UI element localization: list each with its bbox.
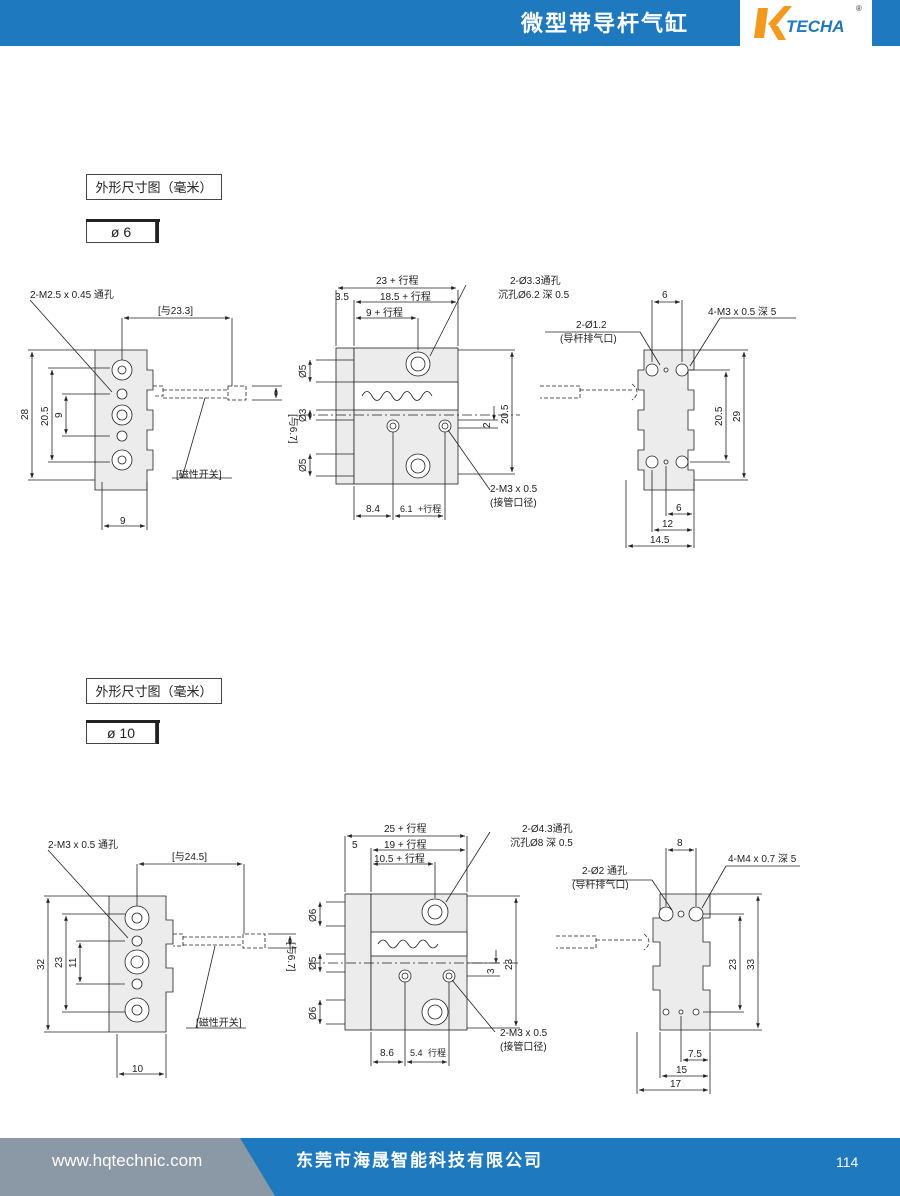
s2-left-hole-label: 2-M3 x 0.5 通孔	[48, 839, 118, 851]
s2-mid-d-rod-bottom: Ø6	[308, 1006, 319, 1020]
s2-right-v-total: 33	[746, 958, 757, 970]
logo-registered: ®	[856, 4, 862, 13]
s2-mid-port-note: (接管口径)	[500, 1040, 547, 1053]
s1-mid-v-offset: 2	[482, 422, 493, 428]
s2-mid-len-body: 19 + 行程	[384, 838, 427, 851]
s2-mid-thru-hole: 2-Ø4.3通孔	[522, 823, 573, 835]
s1-mid-d-center: Ø3	[298, 408, 309, 422]
section2-title: 外形尺寸图（毫米）	[86, 678, 222, 704]
s2-right-v-inner: 23	[728, 958, 739, 970]
section1-title: 外形尺寸图（毫米）	[86, 174, 222, 200]
s1-right-top-w: 6	[662, 290, 668, 301]
s2-mid-len-total: 25 + 行程	[384, 822, 427, 835]
s2-left-h-inner: 11	[68, 957, 79, 968]
s2-mid-len-flange: 5	[352, 840, 358, 851]
s2-mid-v-mid: 23	[504, 958, 515, 970]
s1-mid-len-total: 23 + 行程	[376, 274, 419, 287]
s1-left-hole-label: 2-M2.5 x 0.45 通孔	[30, 289, 114, 301]
s1-right-v-total: 29	[732, 410, 743, 422]
s1-mid-d-rod-top: Ø5	[298, 364, 309, 378]
s2-left-h-mid: 23	[54, 956, 65, 968]
s1-left-view	[28, 299, 282, 530]
s1-right-w-6: 6	[676, 503, 682, 514]
s1-left-switch-label: [磁性开关]	[176, 468, 222, 481]
s2-right-vent-note: (导杆排气口)	[572, 878, 629, 891]
s2-mid-counterbore: 沉孔Ø8 深 0.5	[510, 836, 573, 849]
section1-diameter: ø 6	[86, 219, 160, 243]
s1-left-w-bottom: 9	[120, 516, 126, 527]
s2-mid-port-label: 2-M3 x 0.5	[500, 1028, 548, 1039]
s2-right-view	[556, 848, 800, 1094]
s1-right-view	[540, 300, 796, 548]
s1-right-vent-note: (导杆排气口)	[560, 332, 617, 345]
s1-mid-thru-hole: 2-Ø3.3通孔	[510, 275, 561, 287]
page-title: 微型带导杆气缸	[520, 11, 689, 36]
s1-middle-view	[300, 284, 520, 520]
s2-mid-v-offset: 3	[486, 968, 497, 974]
s2-mid-bot-b-suffix: 行程	[428, 1047, 446, 1058]
s1-left-h-inner: 9	[54, 412, 65, 418]
s2-mid-d-center: Ø5	[308, 956, 319, 970]
s2-left-switch-dim: [与24.5]	[172, 851, 207, 863]
s1-mid-len-body: 18.5 + 行程	[380, 290, 431, 303]
s1-mid-bot-a: 8.4	[366, 504, 380, 515]
s1-right-vent: 2-Ø1.2	[576, 320, 607, 331]
s2-mid-d-rod-top: Ø6	[308, 908, 319, 922]
s2-left-switch-label: [磁性开关]	[196, 1016, 242, 1029]
s2-mid-bot-a: 8.6	[380, 1048, 394, 1059]
s1-right-tap: 4-M3 x 0.5 深 5	[708, 306, 777, 318]
s1-right-w-12: 12	[662, 519, 674, 530]
s2-right-w-15: 15	[676, 1065, 688, 1076]
s1-mid-bot-b: 6.1	[400, 504, 413, 514]
s2-right-tap: 4-M4 x 0.7 深 5	[728, 853, 797, 865]
footer-url: www.hqtechnic.com	[52, 1151, 203, 1170]
s2-left-w-bottom: 10	[132, 1064, 144, 1075]
s1-right-v-inner: 20.5	[714, 406, 725, 426]
s2-left-h-total: 32	[36, 958, 47, 970]
s1-mid-d-rod-bottom: Ø5	[298, 458, 309, 472]
s2-right-top-w: 8	[677, 838, 683, 849]
page-number: 114	[836, 1154, 859, 1170]
s1-mid-len-hole: 9 + 行程	[366, 306, 403, 319]
s2-mid-len-hole: 10.5 + 行程	[374, 852, 425, 865]
footer-url-panel	[0, 1138, 275, 1196]
s2-right-vent: 2-Ø2 通孔	[582, 865, 627, 877]
logo	[740, 0, 872, 46]
s1-left-h-mid: 20.5	[40, 406, 51, 426]
footer-company: 东莞市海晟智能科技有限公司	[296, 1151, 543, 1170]
s2-right-w-17: 17	[670, 1079, 682, 1090]
logo-mark-icon	[754, 6, 792, 40]
s1-mid-bot-b-suffix: +行程	[418, 503, 441, 514]
s2-middle-view	[310, 831, 520, 1066]
s1-left-h-total: 28	[20, 408, 31, 420]
s1-mid-port-label: 2-M3 x 0.5	[490, 484, 538, 495]
s2-left-side-dim: [与6.7]	[285, 942, 297, 972]
s1-mid-v-mid: 20.5	[500, 404, 511, 424]
s1-mid-counterbore: 沉孔Ø6.2 深 0.5	[498, 288, 570, 301]
logo-text: TECHA	[786, 17, 845, 36]
s2-right-w-75: 7.5	[688, 1049, 702, 1060]
s1-left-side-dim: [与6.7]	[287, 414, 299, 444]
s1-right-w-145: 14.5	[650, 535, 670, 546]
s2-left-view	[44, 849, 296, 1078]
s1-mid-len-flange: 3.5	[335, 292, 349, 303]
section2-diameter: ø 10	[86, 720, 160, 744]
s1-left-switch-dim: [与23.3]	[158, 305, 193, 317]
s2-mid-bot-b: 5.4	[410, 1048, 423, 1058]
s1-mid-port-note: (接管口径)	[490, 496, 537, 509]
